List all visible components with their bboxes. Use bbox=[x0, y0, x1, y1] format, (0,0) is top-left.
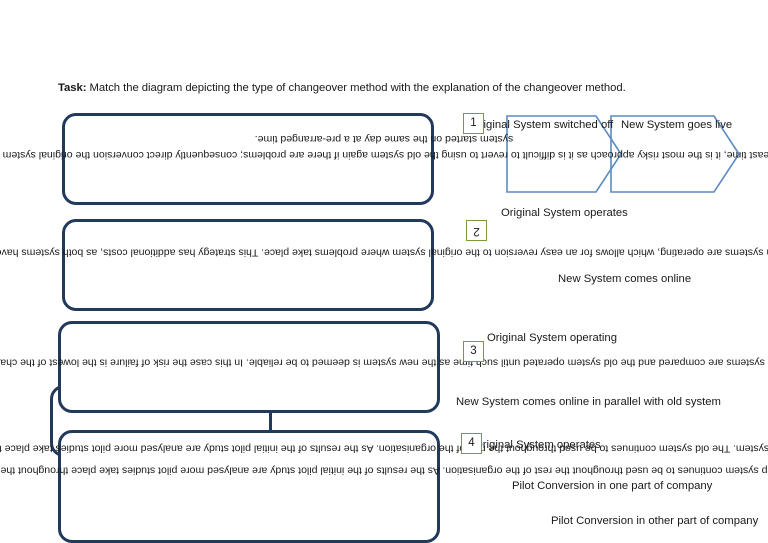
label-new-system-goes-live: New System goes live bbox=[621, 119, 733, 131]
answer-box-1[interactable]: 1 bbox=[463, 113, 484, 134]
label-original-system-operating: Original System operating bbox=[487, 332, 617, 344]
explanation-box-1[interactable] bbox=[62, 113, 434, 205]
label-new-system-parallel: New System comes online in parallel with… bbox=[456, 396, 721, 408]
chevron-shape-direct-new bbox=[610, 115, 740, 193]
label-new-system-comes-online: New System comes online bbox=[558, 273, 692, 285]
answer-box-2[interactable]: 2 bbox=[466, 220, 487, 241]
label-original-system-operates-2: Original System operates bbox=[474, 439, 601, 451]
label-pilot-other-part: Pilot Conversion in other part of compan… bbox=[551, 515, 759, 527]
label-original-system-switched-off: Original System switched off bbox=[471, 119, 614, 131]
task-instruction: Task: Match the diagram depicting the ty… bbox=[58, 81, 758, 95]
answer-box-4[interactable]: 4 bbox=[461, 433, 482, 454]
explanation-box-2[interactable] bbox=[62, 219, 434, 311]
label-pilot-one-part: Pilot Conversion in one part of company bbox=[512, 480, 713, 492]
task-text: Match the diagram depicting the type of … bbox=[86, 82, 626, 94]
answer-box-3[interactable]: 3 bbox=[463, 341, 484, 362]
explanation-box-5[interactable] bbox=[58, 430, 440, 543]
label-original-system-operates: Original System operates bbox=[501, 207, 628, 219]
chevron-shape-direct-old bbox=[506, 115, 622, 193]
explanation-box-3[interactable] bbox=[58, 321, 440, 413]
task-label: Task: bbox=[58, 82, 87, 94]
